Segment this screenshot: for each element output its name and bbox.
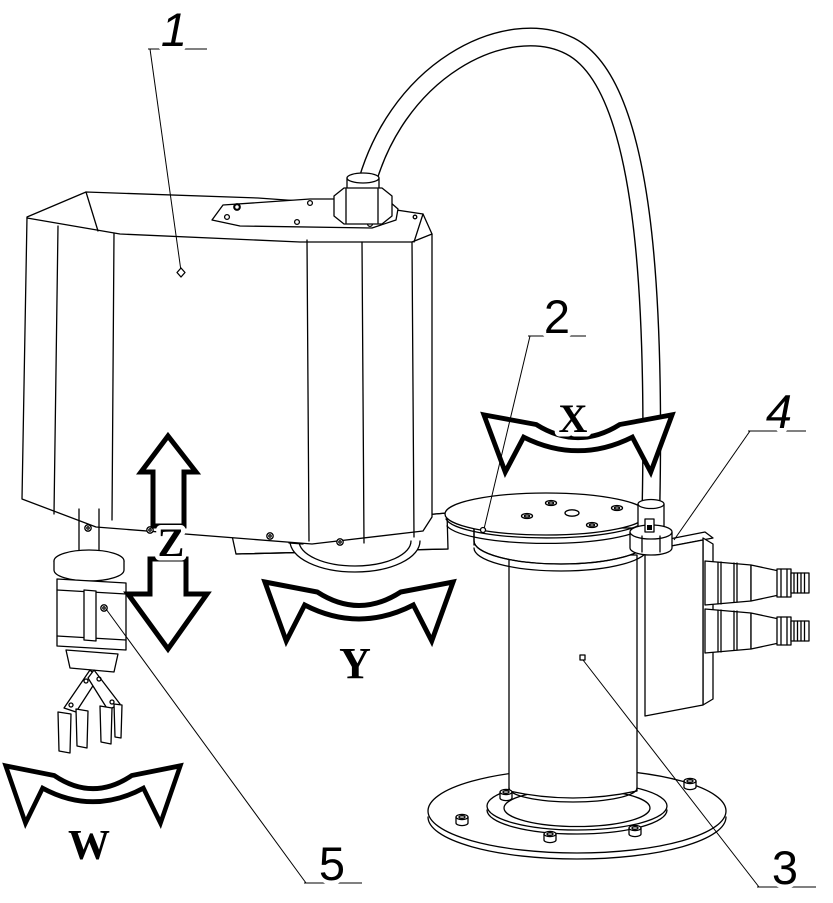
axis-label-z: Z (158, 520, 185, 565)
part-number-5: 5 (319, 837, 345, 890)
part-label-2: 2 (479, 286, 586, 534)
y-rotation-arrow (265, 582, 453, 641)
gripper-screw (100, 604, 108, 612)
part-label-1: 1 (148, 0, 207, 278)
w-rotation-arrow (6, 766, 181, 823)
axis-label-y: Y (339, 639, 371, 688)
pneumatic-connector-top (704, 560, 810, 606)
z-down-arrow (123, 556, 212, 654)
part-number-4: 4 (766, 385, 792, 438)
part-label-4: 4 (673, 381, 806, 541)
axis-label-w: W (68, 823, 110, 869)
base-column (508, 554, 638, 803)
cable (353, 27, 662, 507)
junction-box (638, 531, 810, 717)
part-number-3: 3 (772, 841, 798, 894)
part-label-3: 3 (579, 654, 816, 898)
arm-housing (21, 191, 433, 546)
gripper (53, 508, 127, 754)
part-number-2: 2 (544, 290, 570, 343)
base-cable-gland (629, 498, 673, 556)
part-number-1: 1 (161, 3, 187, 56)
part-label-5: 5 (105, 608, 362, 894)
z-up-arrow (136, 431, 202, 529)
arm-cable-gland (333, 172, 393, 225)
axis-label-x: X (559, 396, 588, 441)
pneumatic-connector-bottom (704, 608, 810, 654)
